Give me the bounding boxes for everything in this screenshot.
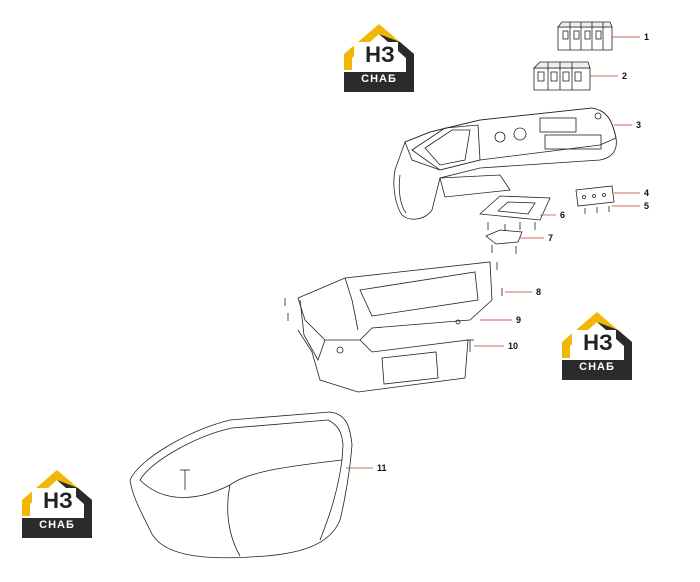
part-6-plate [479,195,551,232]
part-11-storage-bin [129,411,353,559]
callout-6: 6 [560,210,566,220]
brand-logo-middle: НЗ СНАБ [558,308,636,382]
callout-10: 10 [508,341,519,351]
part-1-switch-block [557,21,613,51]
part-4-bracket [575,185,615,214]
callout-9: 9 [516,315,522,325]
part-8-screws [284,262,503,321]
callout-2: 2 [622,71,628,81]
leader-lines [346,36,640,469]
logo-text: СНАБ [39,519,75,531]
part-9-frame [297,261,493,393]
callout-5: 5 [644,201,650,211]
logo-mark: НЗ [365,42,395,67]
logo-mark: НЗ [583,330,613,355]
callout-7: 7 [548,233,554,243]
logo-text: СНАБ [361,73,397,85]
part-7-clip [485,229,523,254]
callout-8: 8 [536,287,542,297]
logo-text: СНАБ [579,361,615,373]
part-3-console-housing [393,107,617,220]
logo-house-icon [344,24,414,92]
callout-4: 4 [644,188,650,198]
part-2-switch-block [533,61,591,91]
callout-11: 11 [377,463,387,473]
callout-1: 1 [644,32,650,42]
part-10-screw [466,339,474,352]
logo-mark: НЗ [43,488,73,513]
logo-house-icon [562,312,632,380]
logo-house-icon [22,470,92,538]
brand-logo-bottom: НЗ СНАБ [18,466,96,540]
brand-logo-top: НЗ СНАБ [340,20,418,94]
callout-3: 3 [636,120,642,130]
